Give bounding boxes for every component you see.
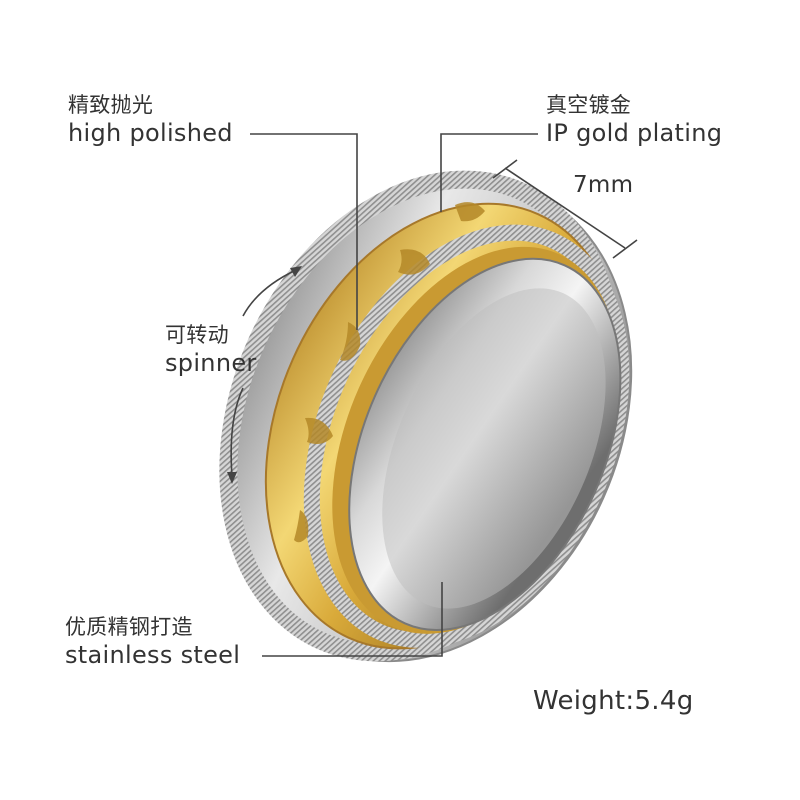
callout-steel: 优质精钢打造 stainless steel — [65, 614, 240, 670]
callout-spinner-en: spinner — [165, 349, 257, 377]
callout-ip-gold: 真空镀金 IP gold plating — [546, 92, 722, 148]
leader-steel — [262, 582, 443, 657]
callout-spinner: 可转动 spinner — [165, 322, 257, 378]
spinner-arrows — [227, 266, 302, 484]
callout-polished: 精致抛光 high polished — [68, 92, 233, 148]
callout-lines — [250, 133, 638, 657]
callout-steel-zh: 优质精钢打造 — [65, 615, 193, 639]
arrow-up-curve — [242, 269, 297, 317]
leader-polished — [250, 133, 358, 330]
callout-spinner-zh: 可转动 — [165, 323, 229, 347]
leader-ip-gold — [440, 133, 538, 212]
callout-ip-gold-zh: 真空镀金 — [546, 93, 632, 117]
callout-steel-en: stainless steel — [65, 641, 241, 669]
callout-polished-en: high polished — [68, 119, 233, 147]
callout-polished-zh: 精致抛光 — [68, 93, 154, 117]
callout-ip-gold-en: IP gold plating — [546, 119, 723, 147]
ring-outer-band — [219, 170, 633, 663]
dimension-width-label: 7mm — [573, 172, 634, 198]
arrow-down-curve — [230, 387, 244, 477]
dimension-line — [504, 167, 626, 249]
weight-label: Weight:5.4g — [533, 686, 694, 716]
engraved-symbols — [294, 202, 485, 543]
